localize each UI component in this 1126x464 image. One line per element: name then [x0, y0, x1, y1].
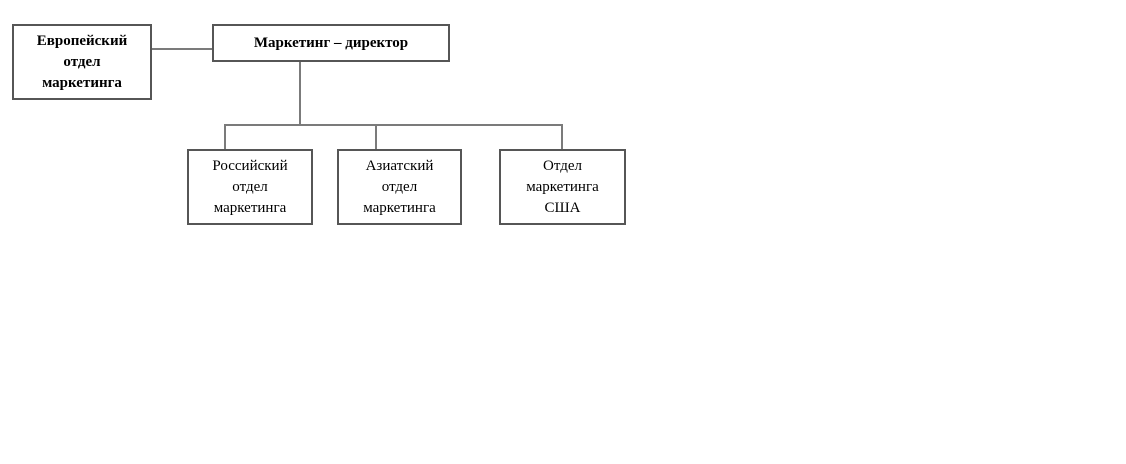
- org-node-usa-marketing-dept: Отдел маркетинга США: [499, 149, 626, 225]
- connector-european-director: [152, 48, 212, 50]
- org-node-label: Маркетинг – директор: [253, 34, 409, 51]
- org-node-european-marketing-dept: Европейский отдел маркетинга: [12, 24, 152, 100]
- connector-director-trunk: [299, 62, 301, 126]
- org-node-marketing-director: Маркетинг – директор: [212, 24, 450, 62]
- org-node-label: Отдел маркетинга США: [526, 157, 599, 216]
- connector-drop-usa: [561, 124, 563, 149]
- org-node-asian-marketing-dept: Азиатский отдел маркетинга: [337, 149, 462, 225]
- org-node-label: Европейский отдел маркетинга: [36, 32, 128, 91]
- connector-drop-russian: [224, 124, 226, 149]
- org-node-russian-marketing-dept: Российский отдел маркетинга: [187, 149, 313, 225]
- org-node-label: Азиатский отдел маркетинга: [363, 157, 436, 216]
- connector-horizontal-bus: [224, 124, 563, 126]
- connector-drop-asian: [375, 124, 377, 149]
- org-node-label: Российский отдел маркетинга: [212, 157, 288, 216]
